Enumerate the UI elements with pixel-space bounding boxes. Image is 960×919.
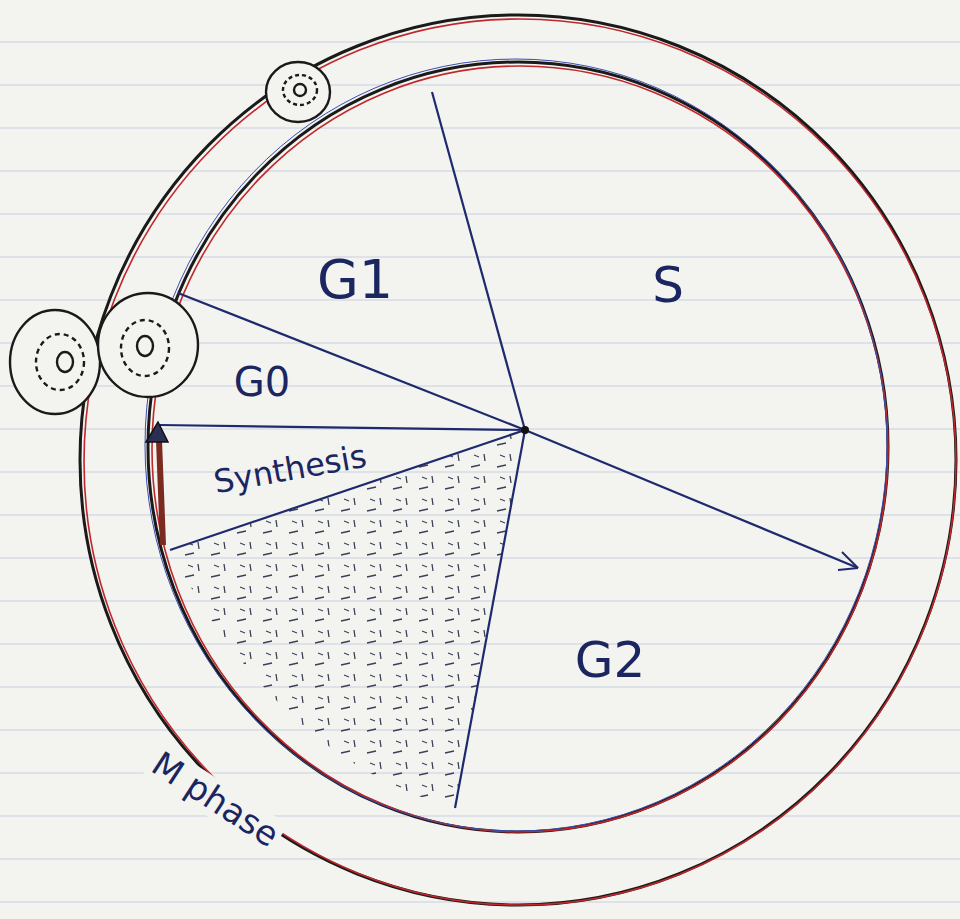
cell-drawings: [10, 62, 330, 414]
sector-label: G2: [572, 633, 649, 688]
center-dot: [521, 426, 529, 434]
phase-label: M phase: [142, 744, 287, 856]
hatched-sector: [170, 430, 525, 808]
red-arrow: [159, 440, 163, 545]
sector-dividers: [160, 92, 858, 808]
inner-circle: [148, 62, 888, 832]
sector-label: G1: [314, 250, 396, 309]
inner-circle-red: [152, 66, 888, 832]
sector-label: G0: [231, 360, 293, 404]
arrow-head: [146, 422, 168, 442]
inner-circle-blue: [145, 59, 887, 831]
sector-label: S: [649, 258, 687, 313]
outer-ring-red: [84, 19, 956, 905]
arrow-head: [838, 552, 858, 570]
sector-label: Synthesis: [208, 439, 372, 501]
outer-ring: [80, 15, 956, 905]
